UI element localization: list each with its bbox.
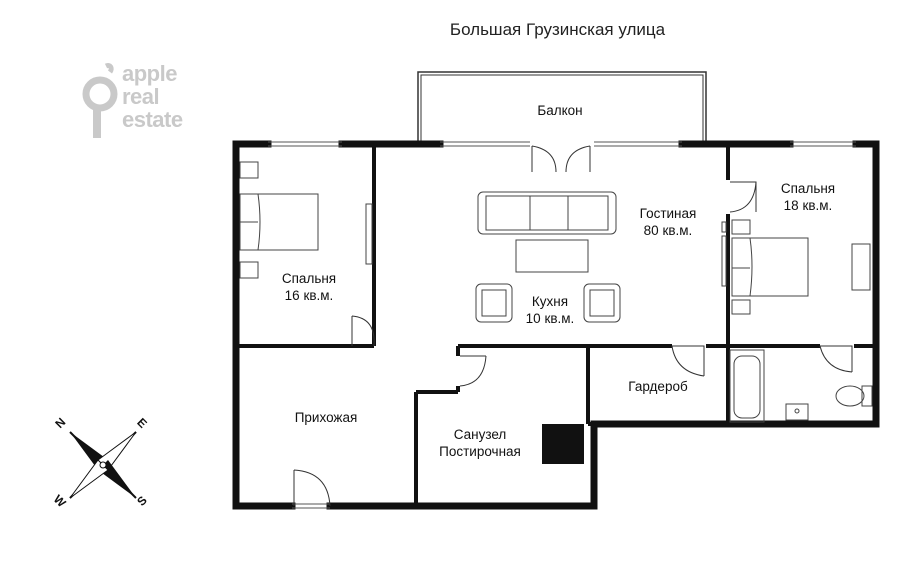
kitchen-label: Кухня 10 кв.м.: [525, 294, 575, 326]
balcony-label: Балкон: [537, 103, 583, 118]
bed-right: [721, 219, 871, 315]
outer-walls: [232, 140, 880, 510]
doors: [293, 145, 853, 507]
armchair-right: [583, 283, 621, 323]
street-name: Большая Грузинская улица: [449, 20, 666, 39]
coffee-table: [515, 239, 589, 273]
armchair-left: [475, 283, 513, 323]
logo-word-estate: estate: [122, 107, 183, 132]
living-room-label: Гостиная 80 кв.м.: [639, 206, 697, 238]
sink: [785, 403, 809, 421]
logo-word-apple: apple: [122, 61, 177, 86]
bed-left: [239, 161, 373, 279]
compass-icon: [69, 431, 137, 499]
logo-word-real: real: [122, 84, 160, 109]
compass-rose: N E S W: [48, 410, 158, 520]
wardrobe-label: Гардероб: [628, 379, 688, 394]
bedroom-right-label: Спальня 18 кв.м.: [780, 181, 836, 213]
toilet: [835, 385, 873, 407]
windows: [268, 141, 856, 509]
apple-logo-icon: [82, 63, 118, 138]
bathtub: [729, 349, 765, 423]
hall-label: Прихожая: [294, 410, 358, 425]
ventilation-shaft: [542, 424, 584, 464]
sofa: [477, 191, 617, 235]
bathroom-label: Санузел Постирочная: [439, 427, 521, 459]
balcony: [417, 71, 707, 142]
apple-real-estate-logo: apple real estate: [80, 62, 210, 142]
bedroom-left-label: Спальня 16 кв.м.: [281, 271, 337, 303]
interior-walls: [236, 146, 876, 506]
